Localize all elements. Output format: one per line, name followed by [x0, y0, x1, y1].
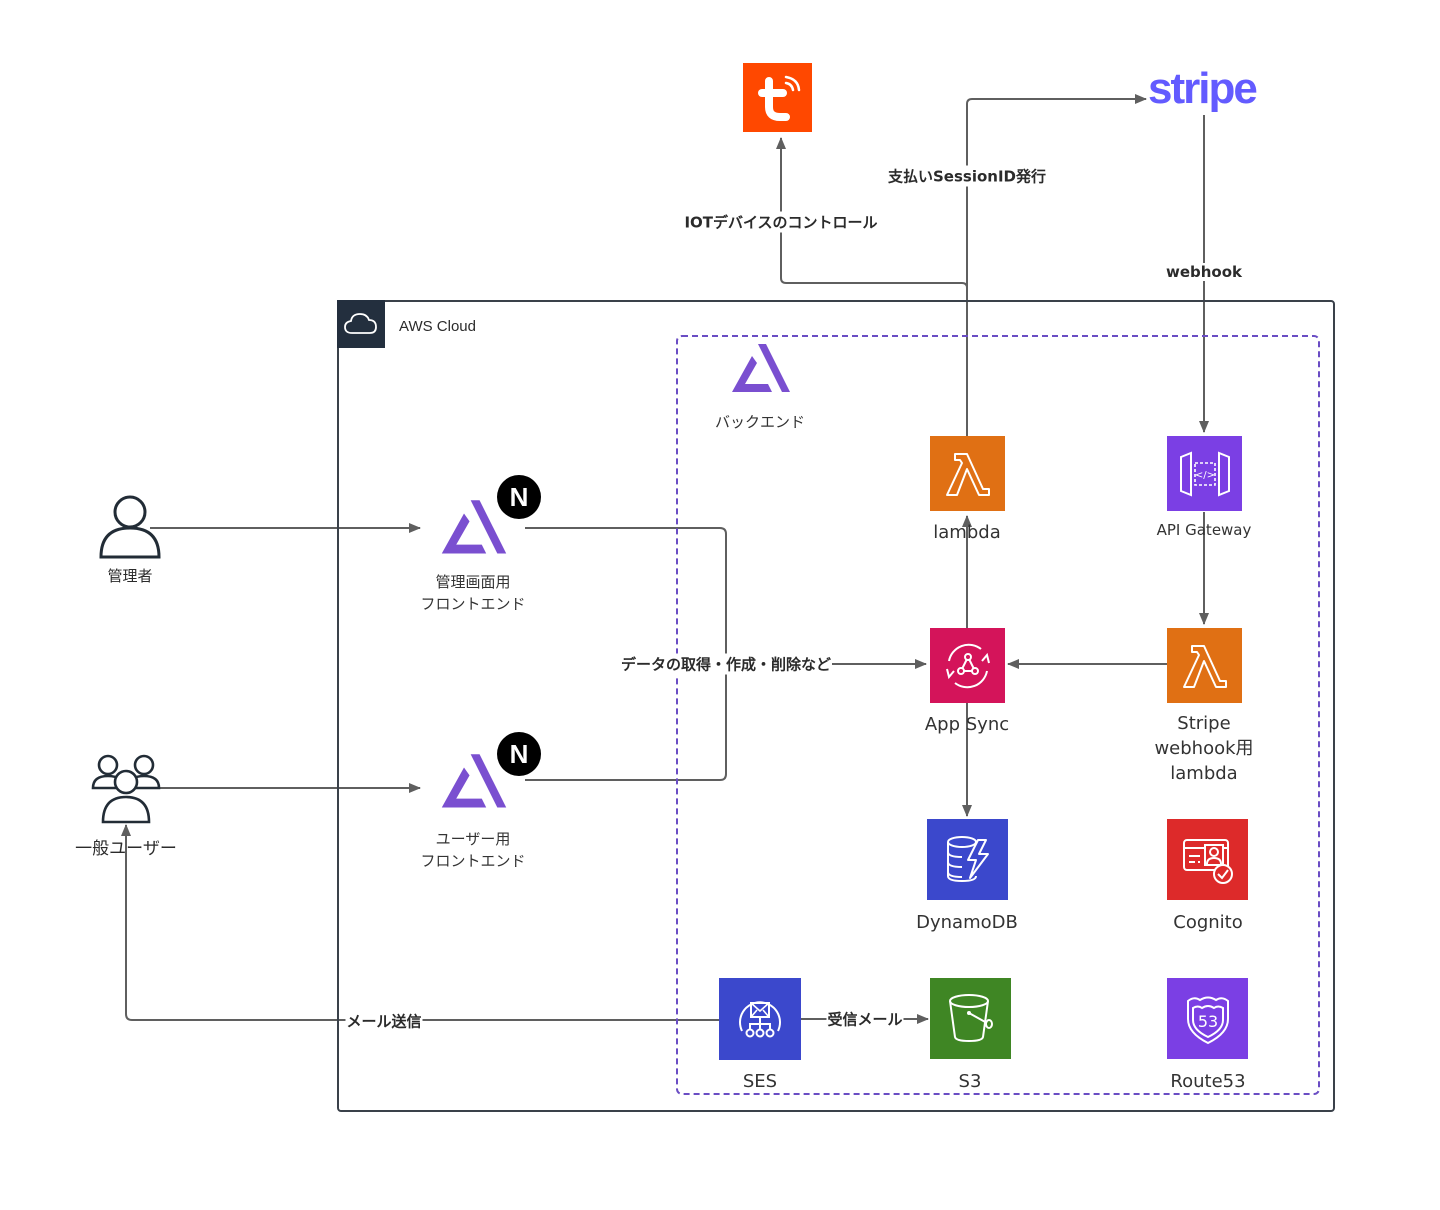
- svg-text:</>: </>: [1194, 470, 1214, 481]
- dynamodb-icon[interactable]: [927, 819, 1008, 900]
- lambda-label: lambda: [933, 522, 1001, 543]
- amplify-user-frontend-icon[interactable]: [438, 752, 510, 812]
- nextjs-icon: N: [497, 475, 541, 519]
- appsync-label: App Sync: [924, 714, 1010, 735]
- edge-label-mail-send: メール送信: [345, 1010, 423, 1032]
- stripe-webhook-lambda-icon[interactable]: [1167, 628, 1242, 703]
- appsync-icon[interactable]: [930, 628, 1005, 703]
- cognito-icon[interactable]: [1167, 819, 1248, 900]
- edge-label-webhook: webhook: [1164, 263, 1244, 281]
- stripe-webhook-lambda-label-line3: lambda: [1170, 763, 1238, 784]
- edge-label-data-ops: データの取得・作成・削除など: [619, 653, 833, 675]
- ses-label: SES: [742, 1071, 778, 1092]
- stripe-webhook-lambda-label-line1: Stripe: [1177, 713, 1231, 734]
- backend-group: [676, 335, 1320, 1095]
- user-frontend-label-line1: ユーザー用: [435, 830, 511, 848]
- api-gateway-icon[interactable]: </>: [1167, 436, 1242, 511]
- route53-label: Route53: [1170, 1071, 1246, 1092]
- admin-frontend-label-line2: フロントエンド: [420, 595, 526, 613]
- stripe-logo[interactable]: stripe: [1148, 64, 1258, 113]
- route53-badge-text: 53: [1197, 1012, 1217, 1031]
- cognito-label: Cognito: [1173, 912, 1243, 933]
- s3-icon[interactable]: [930, 978, 1011, 1059]
- dynamodb-label: DynamoDB: [916, 912, 1018, 933]
- aws-cloud-title: AWS Cloud: [399, 318, 476, 335]
- admin-label: 管理者: [107, 567, 153, 585]
- api-gateway-label: API Gateway: [1156, 521, 1252, 539]
- edge-label-mail-receive: 受信メール: [826, 1008, 904, 1030]
- cloud-icon: [337, 300, 385, 348]
- edge-lambda-to-stripe: [966, 94, 1147, 436]
- nextjs-icon: N: [497, 732, 541, 776]
- s3-label: S3: [958, 1071, 982, 1092]
- ses-icon[interactable]: [719, 978, 801, 1060]
- amplify-backend-icon: [730, 342, 792, 396]
- user-frontend-label: ユーザー用 フロントエンド: [420, 828, 525, 872]
- admin-frontend-label-line1: 管理画面用: [435, 573, 511, 591]
- edge-label-iot-control: IOTデバイスのコントロール: [683, 211, 879, 233]
- general-users-icon[interactable]: [90, 752, 162, 824]
- general-users-label: 一般ユーザー: [75, 839, 177, 859]
- aws-cloud-group: AWS Cloud: [337, 300, 1335, 1112]
- user-frontend-label-line2: フロントエンド: [420, 852, 526, 870]
- amplify-admin-frontend-icon[interactable]: [438, 498, 510, 558]
- admin-user-icon[interactable]: [98, 494, 162, 560]
- backend-title: バックエンド: [714, 413, 806, 431]
- edge-label-payment-session: 支払いSessionID発行: [887, 165, 1047, 187]
- lambda-icon[interactable]: [930, 436, 1005, 511]
- admin-frontend-label: 管理画面用 フロントエンド: [420, 571, 525, 615]
- stripe-webhook-lambda-label: Stripe webhook用 lambda: [1154, 711, 1253, 786]
- stripe-webhook-lambda-label-line2: webhook用: [1154, 738, 1254, 759]
- tuya-icon[interactable]: [743, 63, 812, 132]
- edge-ses-to-users: [121, 824, 719, 1021]
- route53-icon[interactable]: 53: [1167, 978, 1248, 1059]
